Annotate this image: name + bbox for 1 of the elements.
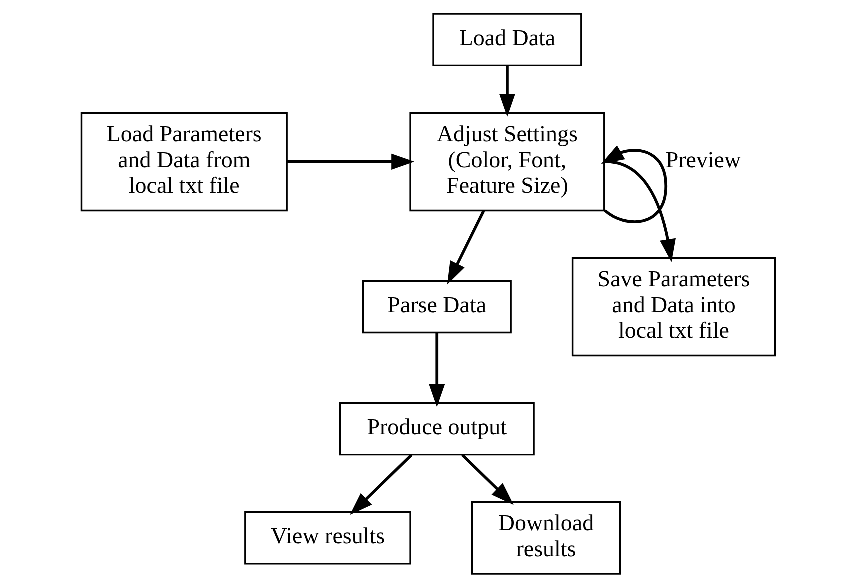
edge-label: Preview: [665, 147, 741, 172]
